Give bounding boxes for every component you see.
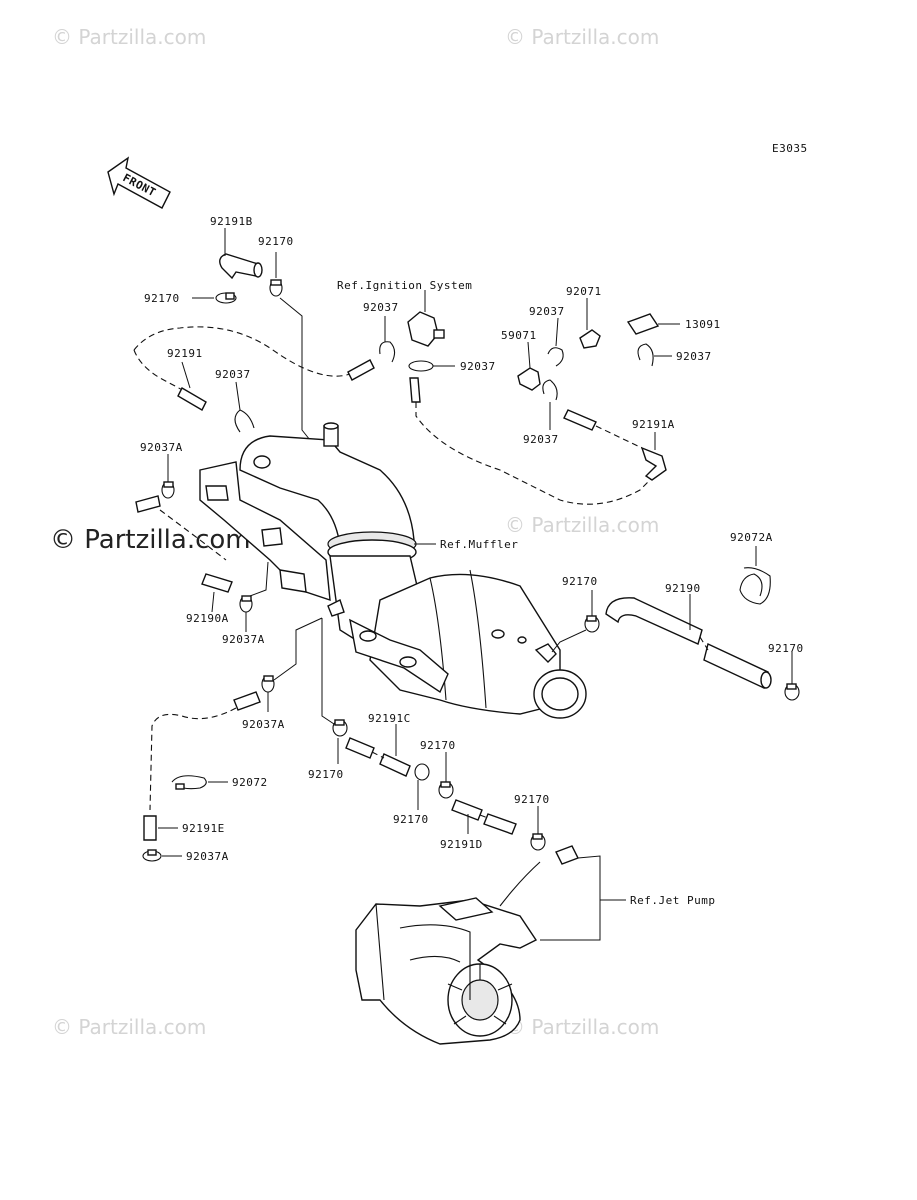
label-92037-r2: 92037	[676, 350, 712, 363]
muffler-assembly	[199, 422, 587, 719]
label-92072: 92072	[232, 776, 268, 789]
clip-92037-r1	[547, 347, 564, 367]
label-92170-h: 92170	[768, 642, 804, 655]
label-92190: 92190	[665, 582, 701, 595]
clamp-92170-g	[584, 615, 600, 633]
watermark-top-left: © Partzilla.com	[52, 25, 206, 49]
label-92170-d: 92170	[393, 813, 429, 826]
watermark-prominent: © Partzilla.com	[50, 525, 251, 555]
label-92037-r3: 92037	[523, 433, 559, 446]
clip-92037-left	[234, 409, 255, 433]
label-92170-b: 92170	[144, 292, 180, 305]
watermarks: © Partzilla.com © Partzilla.com © Partzi…	[50, 25, 659, 1039]
clamp-92072a	[739, 567, 771, 605]
label-13091: 13091	[685, 318, 721, 331]
clamp-92170-e	[438, 781, 454, 799]
label-92037-ign: 92037	[363, 301, 399, 314]
hose-left-mid	[233, 691, 261, 711]
watermark-bottom-right: © Partzilla.com	[505, 1015, 659, 1039]
label-92190a: 92190A	[186, 612, 229, 625]
watermark-top-right: © Partzilla.com	[505, 25, 659, 49]
hose-92190	[605, 597, 772, 689]
label-92170-f: 92170	[514, 793, 550, 806]
label-92191: 92191	[167, 347, 203, 360]
label-92191e: 92191E	[182, 822, 225, 835]
fitting-92071	[579, 329, 601, 349]
hose-short-upper	[347, 359, 375, 381]
label-92071: 92071	[566, 285, 602, 298]
hose-92191e	[143, 815, 157, 841]
hose-92191	[177, 387, 207, 411]
ignition-fitting	[407, 290, 445, 347]
clip-92037-r2	[637, 343, 654, 367]
label-92191d: 92191D	[440, 838, 483, 851]
hose-92191b	[219, 253, 263, 280]
label-92037-left: 92037	[215, 368, 251, 381]
clip-92037-mid	[408, 360, 434, 372]
clamp-92170-d	[414, 763, 430, 781]
hose-left-short	[135, 495, 161, 513]
jet-pump-fitting	[540, 845, 601, 941]
ref-muffler: Ref.Muffler	[440, 538, 518, 551]
cap-13091	[626, 313, 660, 335]
diagram-code: E3035	[772, 142, 808, 155]
label-92170-e: 92170	[420, 739, 456, 752]
clamp-92170-b	[215, 292, 237, 304]
watermark-bottom-left: © Partzilla.com	[52, 1015, 206, 1039]
label-92170-g: 92170	[562, 575, 598, 588]
label-59071: 59071	[501, 329, 537, 342]
hose-92191d	[451, 799, 517, 835]
clip-92037-r3	[542, 379, 558, 401]
front-arrow: FRONT	[107, 156, 171, 209]
label-92191a: 92191A	[632, 418, 675, 431]
label-92037-r1: 92037	[529, 305, 565, 318]
ref-jet-pump: Ref.Jet Pump	[630, 894, 715, 907]
clip-92037-ign	[379, 341, 396, 363]
fitting-59071	[517, 367, 541, 391]
clamp-92037a-mid	[239, 595, 253, 613]
jet-pump	[355, 861, 541, 1045]
clamp-92170-h	[784, 683, 800, 701]
clamp-92170-a	[269, 279, 283, 297]
label-92037a-mid: 92037A	[222, 633, 265, 646]
label-92037a-top: 92037A	[140, 441, 183, 454]
label-92037a-low: 92037A	[242, 718, 285, 731]
hose-92191a	[563, 409, 667, 481]
label-92170-a: 92170	[258, 235, 294, 248]
label-92037-mid: 92037	[460, 360, 496, 373]
hose-92191c	[345, 737, 411, 777]
ref-ignition-system: Ref.Ignition System	[337, 279, 472, 292]
clamp-92072	[171, 775, 207, 790]
label-92191c: 92191C	[368, 712, 411, 725]
watermark-middle-right: © Partzilla.com	[505, 513, 659, 537]
label-92191b: 92191B	[210, 215, 253, 228]
clamp-92170-c	[332, 719, 348, 737]
clamp-92037a-top	[161, 481, 175, 499]
hose-vertical-ign	[409, 377, 421, 403]
label-92072a: 92072A	[730, 531, 773, 544]
clamp-92037a-low	[261, 675, 275, 693]
label-92037a-bottom: 92037A	[186, 850, 229, 863]
clamp-92170-f	[530, 833, 546, 851]
clamp-92037a-bottom	[142, 849, 162, 862]
hose-92190a	[201, 573, 233, 593]
label-92170-c: 92170	[308, 768, 344, 781]
